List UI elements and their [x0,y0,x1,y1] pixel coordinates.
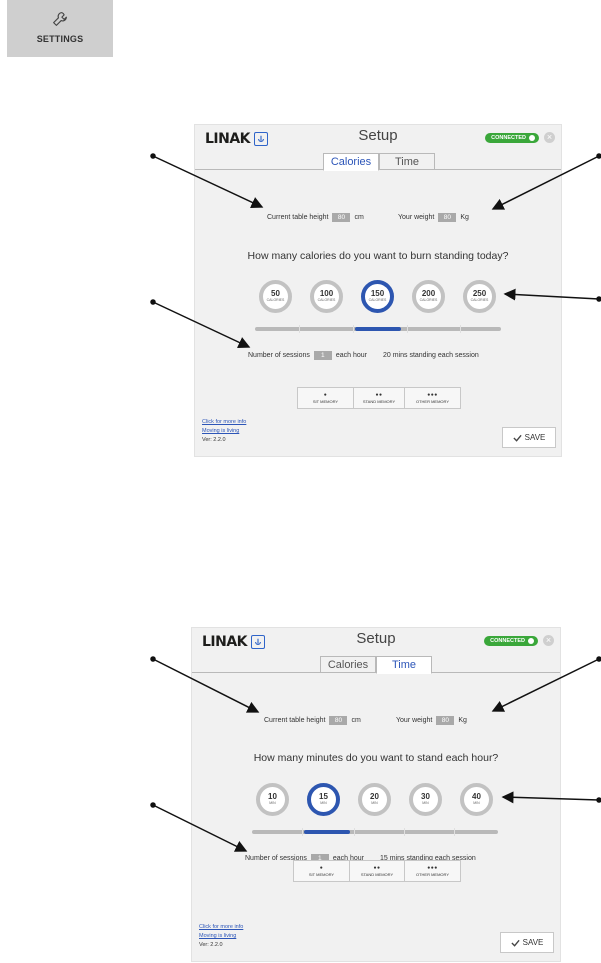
other-memory-button[interactable]: ●●●OTHER MEMORY [415,865,450,877]
sessions-row: Number of sessions 1 each hour 15 mins s… [245,854,476,863]
moving-is-living-link[interactable]: Moving is living [202,428,240,434]
table-height-row: Current table height 80 cm [264,716,361,725]
connected-badge: CONNECTED [485,133,539,143]
tab-calories[interactable]: Calories [323,153,379,171]
tab-time[interactable]: Time [379,153,435,170]
check-icon [513,434,522,442]
save-button[interactable]: SAVE [502,427,556,448]
save-button[interactable]: SAVE [500,932,554,953]
connected-dot-icon [528,638,534,644]
sessions-label: Number of sessions [248,352,310,359]
stand-memory-button[interactable]: ●●STAND MEMORY [350,861,405,881]
goal-slider[interactable] [255,325,501,333]
weight-unit: Kg [460,214,469,221]
sessions-suffix: each hour [335,352,367,359]
panel-title: Setup [358,127,398,144]
stand-memory-button[interactable]: ●●STAND MEMORY [354,388,405,408]
panel-title: Setup [356,630,396,647]
version-label: Ver: 2.2.0 [199,942,223,948]
memory-buttons: ●SIT MEMORY ●●STAND MEMORY ●●●OTHER MEMO… [297,387,461,409]
sessions-label: Number of sessions [245,855,307,862]
wrench-icon [53,12,67,26]
table-height-input[interactable]: 80 [332,213,351,222]
slider-fill [355,327,401,331]
settings-label: SETTINGS [36,34,84,44]
footer-links: Click for more info Moving is living Ver… [202,419,246,443]
version-label: Ver: 2.2.0 [202,437,226,443]
sessions-info: 20 mins standing each session [383,352,479,359]
weight-row: Your weight 80 Kg [398,213,469,222]
weight-label: Your weight [396,717,433,724]
sessions-input[interactable]: 1 [310,854,329,863]
sit-memory-button[interactable]: ●SIT MEMORY [294,861,350,881]
table-height-unit: cm [354,214,364,221]
goal-question: How many calories do you want to burn st… [247,250,509,262]
connected-badge: CONNECTED [484,636,538,646]
tab-bar: Calories Time [195,151,561,171]
table-height-input[interactable]: 80 [329,716,348,725]
more-info-link[interactable]: Click for more info [199,924,244,930]
weight-label: Your weight [398,214,435,221]
table-height-row: Current table height 80 cm [267,213,364,222]
table-height-unit: cm [351,717,361,724]
moving-is-living-link[interactable]: Moving is living [199,933,237,939]
sessions-suffix: each hour [332,855,364,862]
table-height-label: Current table height [267,214,329,221]
sessions-row: Number of sessions 1 each hour 20 mins s… [248,351,479,360]
footer-links: Click for more info Moving is living Ver… [199,924,243,948]
weight-unit: Kg [458,717,467,724]
weight-input[interactable]: 80 [436,716,455,725]
goal-question: How many minutes do you want to stand ea… [253,752,499,764]
connected-dot-icon [529,135,535,141]
sessions-input[interactable]: 1 [313,351,332,360]
weight-row: Your weight 80 Kg [396,716,467,725]
weight-input[interactable]: 80 [438,213,457,222]
sit-memory-button[interactable]: ●SIT MEMORY [298,388,354,408]
more-info-link[interactable]: Click for more info [202,419,247,425]
sessions-info: 15 mins standing each session [380,855,476,862]
tab-time[interactable]: Time [376,656,432,674]
linak-logo: LINAK [202,634,266,650]
setup-panel-calories: LINAK Setup CONNECTED × Calories Time Cu… [194,124,562,457]
tab-calories[interactable]: Calories [320,656,376,673]
slider-fill [304,830,350,834]
close-icon[interactable]: × [543,635,554,646]
settings-button[interactable]: SETTINGS [7,0,113,57]
linak-logo: LINAK [205,131,269,147]
memory-buttons: ●SIT MEMORY ●●STAND MEMORY ●●●OTHER MEMO… [293,860,461,882]
tab-bar: Calories Time [192,654,560,674]
linak-mark-icon [254,132,269,146]
goal-slider[interactable] [252,828,498,836]
close-icon[interactable]: × [544,132,555,143]
other-memory-button[interactable]: ●●●OTHER MEMORY [415,392,450,404]
check-icon [511,939,520,947]
linak-mark-icon [251,635,266,649]
setup-panel-time: LINAK Setup CONNECTED × Calories Time Cu… [191,627,561,962]
table-height-label: Current table height [264,717,326,724]
